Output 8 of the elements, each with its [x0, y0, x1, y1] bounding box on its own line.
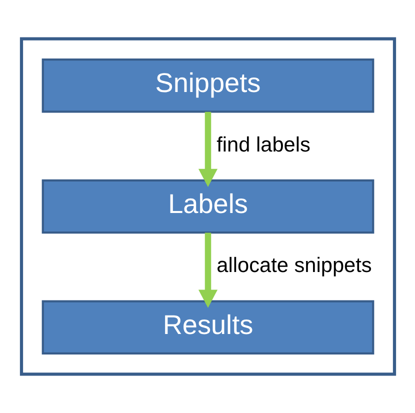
- edge-label: find labels: [216, 133, 310, 156]
- node-box: Results: [41, 300, 374, 354]
- node-box: Snippets: [41, 58, 374, 113]
- arrow: [198, 232, 218, 308]
- node-box: Labels: [41, 179, 374, 234]
- arrow: [198, 112, 218, 188]
- cluster: [19, 37, 396, 376]
- edge-label: allocate snippets: [216, 254, 372, 278]
